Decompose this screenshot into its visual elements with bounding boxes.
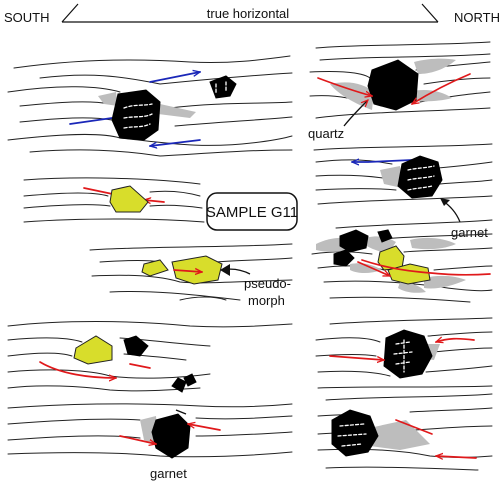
garnet-shadow <box>380 166 402 188</box>
true-horizontal-label: true horizontal <box>207 6 289 21</box>
south-label: SOUTH <box>4 10 50 25</box>
sample-label-box: SAMPLE G11 <box>206 192 298 231</box>
panel-right-cluster <box>311 219 493 303</box>
red-shear-bottom-right <box>188 424 221 431</box>
north-label: NORTH <box>454 10 500 25</box>
red-shear-center <box>173 270 202 272</box>
garnet-cluster-b <box>333 249 355 267</box>
red-shear-bottom-right-a <box>395 419 433 435</box>
foliation-lines <box>89 243 293 301</box>
true-horizontal-line <box>61 3 439 23</box>
pseudomorph-mid-left <box>109 185 149 213</box>
garnet-bottom-right <box>331 409 379 457</box>
pseudomorph-center-small <box>141 259 169 277</box>
red-shear-bottom-left <box>119 435 156 444</box>
garnet-lower-left-c <box>183 373 197 387</box>
red-shear-left <box>317 77 372 96</box>
foliation-lines <box>313 143 493 205</box>
garnet-cluster-a <box>339 229 369 253</box>
panel-lower-right <box>315 317 493 389</box>
red-shear-lower-left-b <box>129 363 151 369</box>
blue-shear-top <box>149 72 200 83</box>
foliation-lines <box>23 177 205 223</box>
panel-lower-left <box>7 321 293 393</box>
garnet-grain-large <box>111 89 161 141</box>
garnet-bottom-label: garnet <box>150 466 187 481</box>
panel-bottom-left: garnet <box>7 403 293 481</box>
foliation-lines <box>7 321 293 392</box>
panel-top-left <box>7 55 293 157</box>
pseudomorph-lower-left <box>73 335 113 365</box>
quartz-label: quartz <box>308 126 344 141</box>
red-shear-lower-right-a <box>329 355 384 360</box>
panel-top-right: quartz <box>308 41 491 141</box>
red-shear-lower-right-b <box>436 339 475 342</box>
garnet-bottom <box>151 413 191 459</box>
foliation-lines <box>7 55 293 157</box>
garnet-right-label: garnet <box>451 225 488 240</box>
red-shear-bottom-right-b <box>436 456 477 458</box>
foliation-lines <box>315 317 493 389</box>
garnet-lower-right <box>383 329 433 379</box>
pressure-shadows <box>98 92 196 118</box>
panel-center: pseudo- morph <box>89 243 293 308</box>
red-shear-cluster <box>361 259 491 276</box>
panel-bottom-right <box>317 393 493 471</box>
header: SOUTH NORTH true horizontal <box>4 3 500 25</box>
red-shear-right <box>412 73 471 104</box>
panel-mid-right: garnet <box>313 143 493 240</box>
garnet-grain-mid <box>397 155 443 199</box>
pseudo-label-line1: pseudo- <box>244 276 291 291</box>
foliation-lines <box>7 403 293 458</box>
blue-shear-bottom <box>150 139 201 146</box>
quartz-leader <box>343 100 368 127</box>
red-shear-lower-left-a <box>39 361 116 378</box>
panel-mid-left <box>23 177 205 223</box>
garnet-shadow-bottom-right <box>360 420 430 450</box>
blue-shear-mid <box>352 160 413 162</box>
garnet-grain-quartz <box>367 59 419 111</box>
sample-label: SAMPLE G11 <box>206 204 298 221</box>
red-shear-mid-left-b <box>144 200 165 202</box>
garnet-cluster-c <box>377 229 393 243</box>
garnet-lower-left-a <box>123 335 149 357</box>
pseudo-label-line2: morph <box>248 293 285 308</box>
